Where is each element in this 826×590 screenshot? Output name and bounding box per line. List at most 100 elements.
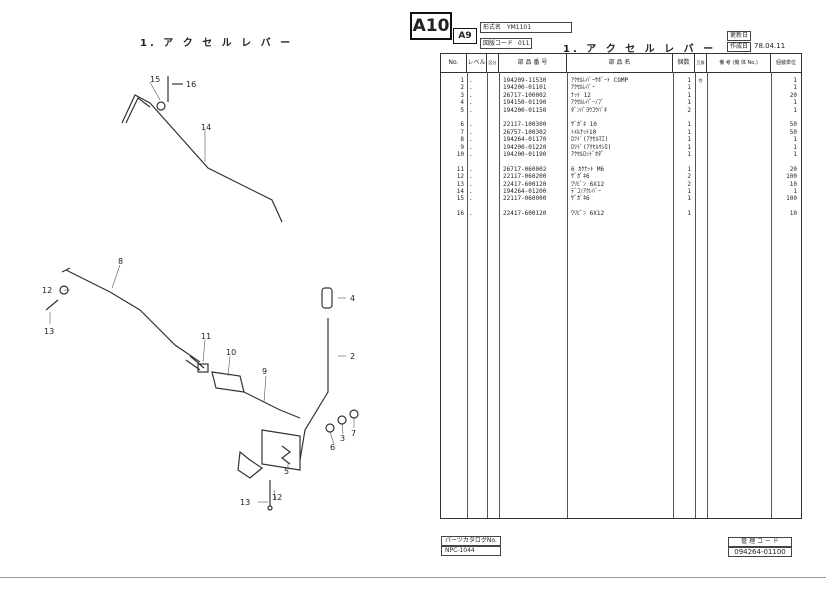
callout-4: 4 (350, 294, 355, 303)
row-level: . (469, 180, 473, 188)
row-quantity: 1 (687, 77, 691, 84)
row-part-number: 22117-100300 (503, 121, 547, 129)
row-part-number: 194264-01170 (503, 136, 547, 144)
callout-3: 3 (340, 434, 345, 443)
model-label: 形式名 (483, 24, 502, 31)
row-number: 5 (460, 106, 464, 114)
row-level: . (469, 210, 473, 218)
row-unit: 50 (789, 121, 797, 129)
col-level: レベル (467, 54, 487, 72)
part-6-washer (325, 423, 335, 433)
row-number: 11 (456, 165, 464, 173)
row-level: . (469, 128, 473, 136)
row-quantity: 1 (687, 188, 691, 195)
row-part-number: 22417-600120 (503, 180, 547, 188)
callout-9: 9 (262, 367, 267, 376)
row-unit: 100 (786, 173, 797, 181)
row-level: . (469, 143, 473, 151)
callout-13a: 13 (44, 327, 54, 336)
row-number: 3 (460, 91, 464, 99)
row-number: 9 (460, 143, 464, 151)
part-9-rod (243, 391, 301, 419)
row-quantity: 2 (687, 106, 691, 114)
row-part-name: ｻﾞｶﾞﾈ6 (571, 195, 590, 203)
row-part-number: 194150-01190 (503, 99, 547, 107)
row-quantity: 2 (687, 173, 691, 181)
row-part-name: ﾜﾘﾋﾟﾝ 6X12 (571, 210, 605, 218)
row-level: . (469, 136, 473, 144)
callout-7: 7 (351, 429, 356, 438)
col-unit: 個装単位 (775, 60, 796, 66)
part-2-lever (299, 318, 329, 461)
row-number: 6 (460, 121, 464, 129)
row-quantity: 1 (687, 143, 691, 151)
management-code-box: 管 理 コ ー ド 094264-01100 (728, 537, 792, 557)
row-level: . (469, 99, 473, 107)
catalog-number-box: パーツカタログNo. NPC-1044 (441, 536, 501, 556)
row-part-name: 6 ｶｸﾅｯﾄ M6 (571, 165, 605, 173)
row-number: 10 (456, 151, 464, 158)
row-quantity: 1 (687, 84, 691, 92)
part-1-support (261, 429, 301, 471)
row-part-number: 22117-060000 (503, 195, 547, 203)
row-level: . (469, 188, 473, 195)
page-badge: A10 (410, 12, 452, 40)
row-part-name: ﾛﾂﾄﾞ(ｱｸｾﾙｳｼﾛ) (571, 143, 612, 151)
code-label: 管 理 コ ー ド (728, 537, 792, 547)
diagram-title: 1. ア ク セ ル レ バ ー (140, 38, 294, 49)
row-part-name: ｱｸｾﾙﾚﾊﾞｰ (571, 84, 596, 92)
callout-13b: 13 (240, 498, 250, 507)
row-quantity: 1 (687, 165, 691, 173)
part-15-washer (156, 101, 166, 111)
row-quantity: 1 (687, 136, 691, 144)
callout-10: 10 (226, 348, 236, 357)
col-part-no: 部 品 番 号 (499, 54, 567, 72)
row-part-name: ﾀﾞﾝﾊﾟﾖｳｺｳﾊﾞﾈ (571, 106, 608, 114)
catalog-label: パーツカタログNo. (441, 536, 501, 546)
row-quantity: 1 (687, 210, 691, 218)
col-sub: 互換性 (695, 54, 707, 83)
row-level: . (469, 84, 473, 92)
group-value: 011 (517, 40, 530, 47)
row-unit: 50 (789, 128, 797, 136)
row-number: 4 (460, 99, 464, 107)
row-number: 7 (460, 128, 464, 136)
part-3-nut (337, 415, 347, 425)
row-part-number: 26717-100002 (503, 91, 547, 99)
row-level: . (469, 151, 473, 158)
row-level: . (469, 91, 473, 99)
row-level: . (469, 165, 473, 173)
row-unit: 1 (793, 151, 797, 158)
row-number: 12 (456, 173, 464, 181)
row-level: . (469, 195, 473, 203)
row-quantity: 2 (687, 180, 691, 188)
callout-14: 14 (201, 123, 211, 132)
callout-6: 6 (330, 443, 335, 452)
row-part-name: ﾅｯﾄ 12 (571, 91, 591, 99)
callout-12b: 12 (272, 493, 282, 502)
fold-line (0, 577, 826, 578)
row-unit: 1 (793, 106, 797, 114)
col-qty: 個数 (673, 54, 695, 72)
created-date: 78.04.11 (754, 42, 786, 50)
row-part-name: ﾄﾒﾙﾅｯﾄ10 (571, 128, 597, 136)
row-number: 15 (456, 195, 464, 203)
col-name: 部 品 名 (567, 54, 673, 72)
callout-8: 8 (118, 257, 123, 266)
page-title: 1. ア ク セ ル レ バ ー (563, 44, 717, 55)
row-quantity: 1 (687, 151, 691, 158)
row-level: . (469, 77, 473, 84)
row-quantity: 1 (687, 99, 691, 107)
row-part-number: 26757-100302 (503, 128, 547, 136)
callout-5: 5 (284, 467, 289, 476)
row-quantity: 1 (687, 195, 691, 203)
